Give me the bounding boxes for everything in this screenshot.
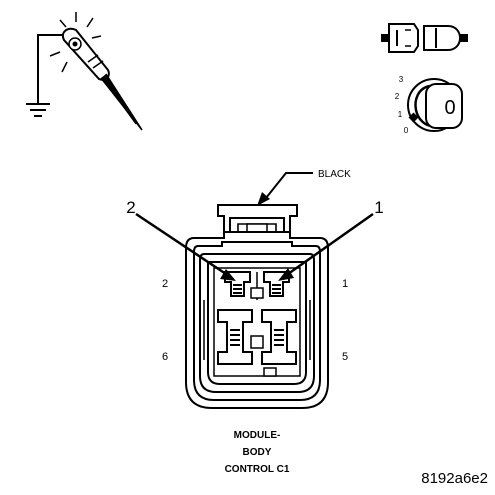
ignition-position-label: 0 <box>404 126 409 135</box>
connector-disconnect-icon <box>381 23 468 53</box>
cavity-label-1: 1 <box>342 278 348 290</box>
ignition-key-label: 0 <box>444 97 455 119</box>
pin-pointer-2: 2 <box>126 198 236 281</box>
terminal-cavity-6 <box>217 309 253 365</box>
figure-id: 8192a6e2 <box>421 470 488 487</box>
connector-caption: MODULE- BODY CONTROL C1 <box>225 430 290 475</box>
pin-pointer-1: 1 <box>278 198 384 281</box>
pointer-label-1: 1 <box>374 198 383 217</box>
ignition-switch-icon: 0 3 2 1 0 <box>395 75 463 135</box>
color-callout: BLACK <box>257 169 351 206</box>
ignition-position-label: 2 <box>395 92 400 101</box>
ignition-position-label: 1 <box>398 110 403 119</box>
cavity-label-6: 6 <box>162 351 168 363</box>
caption-line-1: MODULE- <box>234 430 281 441</box>
cavity-label-2: 2 <box>162 278 168 290</box>
caption-line-2: BODY <box>243 447 272 458</box>
caption-line-3: CONTROL C1 <box>225 464 290 475</box>
ground-symbol-icon <box>26 103 50 117</box>
pointer-label-2: 2 <box>126 198 135 217</box>
color-callout-label: BLACK <box>318 169 351 180</box>
ignition-position-label: 3 <box>399 75 404 84</box>
cavity-label-5: 5 <box>342 351 348 363</box>
center-key <box>250 335 264 349</box>
terminal-cavity-5 <box>261 309 297 365</box>
bottom-latch <box>263 367 277 377</box>
connector-body <box>185 204 329 409</box>
test-light-probe-icon <box>37 12 143 131</box>
